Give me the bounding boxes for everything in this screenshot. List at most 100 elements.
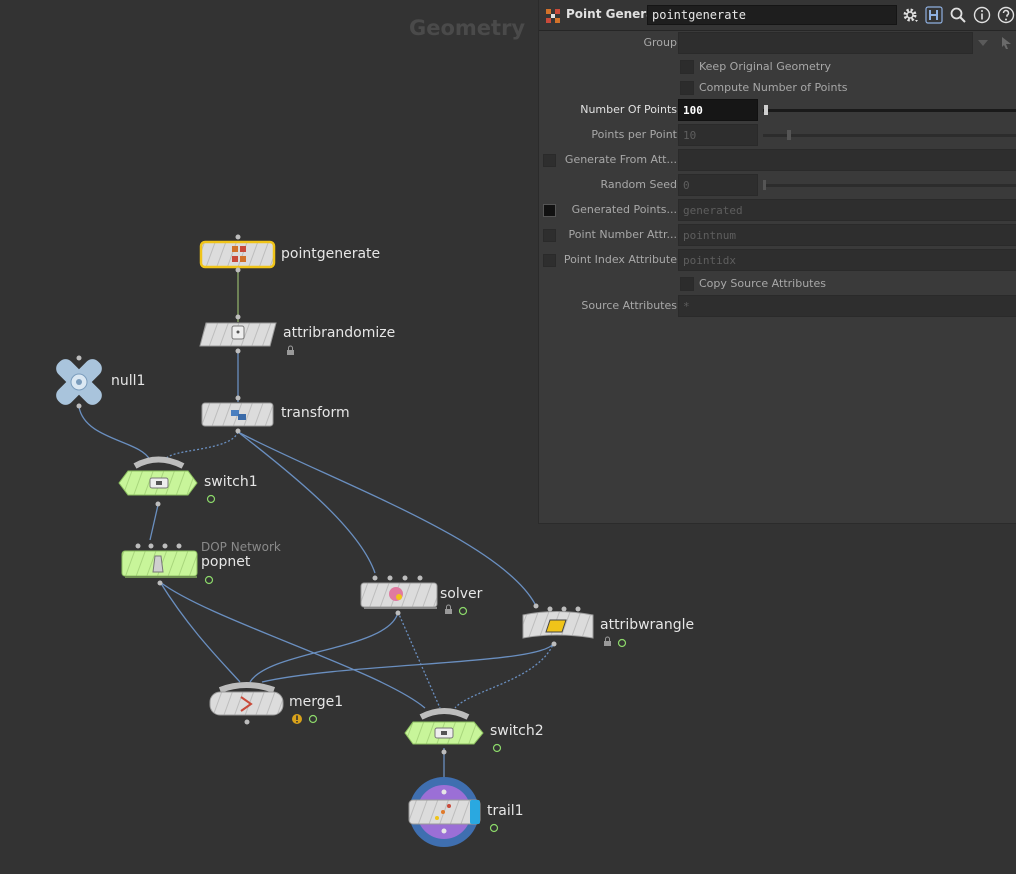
source-attributes-field[interactable]: * <box>678 295 1016 317</box>
generate-from-attr-field[interactable] <box>678 149 1016 171</box>
random-seed-slider[interactable] <box>763 180 1016 190</box>
node-trail1[interactable] <box>408 777 499 847</box>
attribwrangle-cook-icon <box>617 638 627 648</box>
switch2-cook-icon <box>492 743 502 753</box>
node-transform[interactable] <box>201 395 274 434</box>
param-keep-original-row: Keep Original Geometry <box>539 56 1016 78</box>
point-number-attr-toggle[interactable] <box>543 229 556 242</box>
parameter-panel: Point Generate pointgenerate Group <box>538 0 1016 524</box>
attribwrangle-lock-icon <box>604 636 611 646</box>
node-switch2[interactable] <box>404 708 502 755</box>
node-label-merge1[interactable]: merge1 <box>289 694 344 710</box>
param-point-index-attr-label: Point Index Attribute <box>563 253 677 266</box>
wire-popnet-merge1 <box>159 581 241 683</box>
compute-number-checkbox[interactable] <box>680 81 694 95</box>
popnet-cook-icon <box>204 575 214 585</box>
param-compute-number-row: Compute Number of Points <box>539 77 1016 99</box>
param-group-row: Group <box>539 32 1016 54</box>
wire-popnet-switch2 <box>159 581 426 709</box>
dice-icon <box>231 325 245 340</box>
display-flag[interactable] <box>470 800 480 824</box>
node-pointgenerate[interactable] <box>199 234 276 273</box>
houdini-help-icon[interactable] <box>925 6 943 24</box>
wires <box>78 268 555 790</box>
solver-cook-icon <box>458 606 468 616</box>
point-index-attr-toggle[interactable] <box>543 254 556 267</box>
param-group-label: Group <box>643 36 678 49</box>
pointgenerate-icon <box>232 246 246 262</box>
trail1-cook-icon <box>489 823 499 833</box>
wire-transform-solver <box>237 431 376 574</box>
param-number-of-points-row: Number Of Points 100 <box>539 99 1016 121</box>
select-arrow-icon[interactable] <box>999 36 1013 50</box>
node-attribrandomize[interactable] <box>199 314 294 356</box>
node-label-switch2[interactable]: switch2 <box>490 723 544 739</box>
wrangle-icon <box>545 619 567 633</box>
wire-attribwrangle-switch2 <box>454 641 555 709</box>
chevron-down-icon[interactable] <box>977 38 989 48</box>
pointgenerate-node-icon <box>546 9 560 23</box>
param-point-number-attr-label: Point Number Attr... <box>568 228 677 241</box>
keep-original-label: Keep Original Geometry <box>699 60 832 73</box>
merge-icon <box>240 696 253 712</box>
parameter-header: Point Generate pointgenerate <box>539 0 1016 31</box>
generate-from-attr-toggle[interactable] <box>543 154 556 167</box>
node-label-null1[interactable]: null1 <box>111 373 146 389</box>
compute-number-label: Compute Number of Points <box>699 81 848 94</box>
node-label-attribrandomize[interactable]: attribrandomize <box>283 325 396 341</box>
points-per-point-slider[interactable] <box>763 130 1016 140</box>
transform-icon <box>231 410 246 420</box>
node-switch1[interactable] <box>118 456 216 507</box>
param-generate-from-attr-row: Generate From Att... <box>539 149 1016 171</box>
node-attribwrangle[interactable] <box>522 603 627 648</box>
param-source-attributes-label: Source Attributes <box>581 299 677 312</box>
node-label-popnet[interactable]: popnet <box>201 554 251 570</box>
node-label-attribwrangle[interactable]: attribwrangle <box>600 617 695 633</box>
node-label-transform[interactable]: transform <box>281 405 350 421</box>
node-label-trail1[interactable]: trail1 <box>487 803 524 819</box>
node-type-label: Point Generate <box>566 7 669 21</box>
keep-original-checkbox[interactable] <box>680 60 694 74</box>
search-icon[interactable] <box>949 6 967 24</box>
node-label-switch1[interactable]: switch1 <box>204 474 258 490</box>
param-generated-points-label: Generated Points... <box>571 203 677 216</box>
node-merge1[interactable] <box>209 682 318 725</box>
param-group-field[interactable] <box>678 32 973 54</box>
node-label-pointgenerate[interactable]: pointgenerate <box>281 246 381 262</box>
number-of-points-slider[interactable] <box>763 105 1016 115</box>
wire-transform-switch1 <box>164 431 239 461</box>
param-points-per-point-row: Points per Point 10 <box>539 124 1016 146</box>
param-point-number-attr-row: Point Number Attr... pointnum <box>539 224 1016 246</box>
param-copy-source-row: Copy Source Attributes <box>539 273 1016 295</box>
node-label-solver[interactable]: solver <box>440 586 483 602</box>
node-null1[interactable] <box>53 355 105 409</box>
wire-solver-merge1 <box>249 611 399 683</box>
node-solver[interactable] <box>360 575 468 616</box>
node-subtitle-popnet: DOP Network <box>201 540 281 554</box>
copy-source-label: Copy Source Attributes <box>699 277 826 290</box>
info-icon[interactable] <box>973 6 991 24</box>
points-per-point-field[interactable]: 10 <box>678 124 758 146</box>
point-index-attr-field[interactable]: pointidx <box>678 249 1016 271</box>
generated-points-toggle[interactable] <box>543 204 556 217</box>
gear-icon[interactable] <box>901 6 919 24</box>
node-popnet[interactable] <box>121 543 214 586</box>
param-generate-from-attr-label: Generate From Att... <box>564 153 677 166</box>
wire-null1-switch1 <box>78 406 151 461</box>
param-random-seed-row: Random Seed 0 <box>539 174 1016 196</box>
random-seed-field[interactable]: 0 <box>678 174 758 196</box>
copy-source-checkbox[interactable] <box>680 277 694 291</box>
help-icon[interactable] <box>997 6 1015 24</box>
generated-points-field[interactable]: generated <box>678 199 1016 221</box>
switch-icon <box>149 477 169 489</box>
wire-solver-switch2 <box>397 611 441 709</box>
node-name-field[interactable]: pointgenerate <box>647 5 897 25</box>
point-number-attr-field[interactable]: pointnum <box>678 224 1016 246</box>
switch1-cook-icon <box>206 494 216 504</box>
wire-transform-attribwrangle <box>237 431 536 605</box>
lock-icon <box>287 345 294 355</box>
param-points-per-point-label: Points per Point <box>591 128 677 141</box>
number-of-points-field[interactable]: 100 <box>678 99 758 121</box>
merge1-cook-icon <box>308 714 318 724</box>
